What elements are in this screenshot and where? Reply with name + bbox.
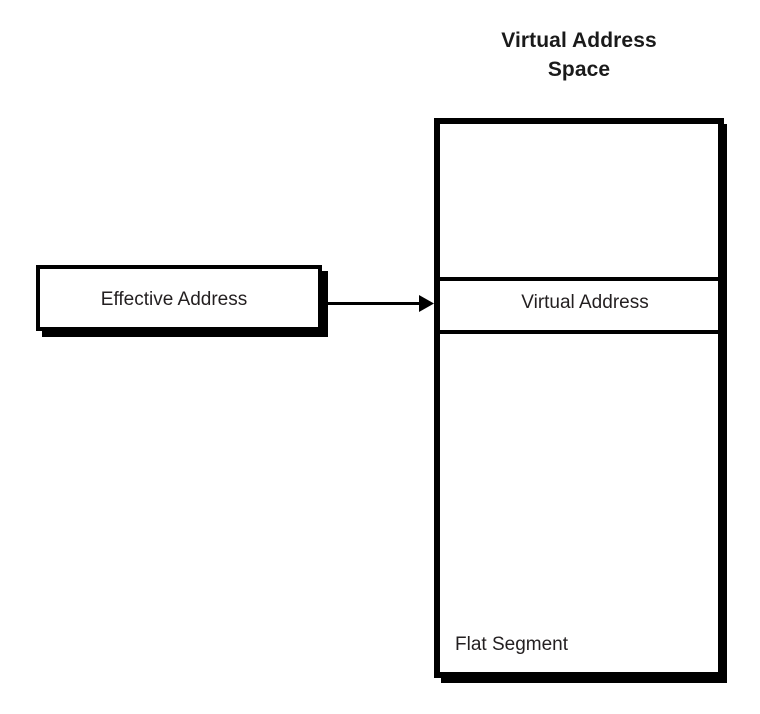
- virtual-address-band-bottom-divider: [434, 330, 724, 334]
- flat-segment-label: Flat Segment: [455, 634, 568, 655]
- effective-to-virtual-arrow-icon: [326, 295, 434, 312]
- virtual-address-band-label: Virtual Address: [521, 292, 649, 313]
- virtual-address-space-title: Virtual Address Space: [501, 29, 657, 81]
- effective-address-label: Effective Address: [100, 289, 248, 310]
- effective-address-box[interactable]: [36, 265, 322, 331]
- virtual-address-space-box[interactable]: [434, 118, 724, 678]
- virtual-address-band-top-divider: [434, 277, 724, 281]
